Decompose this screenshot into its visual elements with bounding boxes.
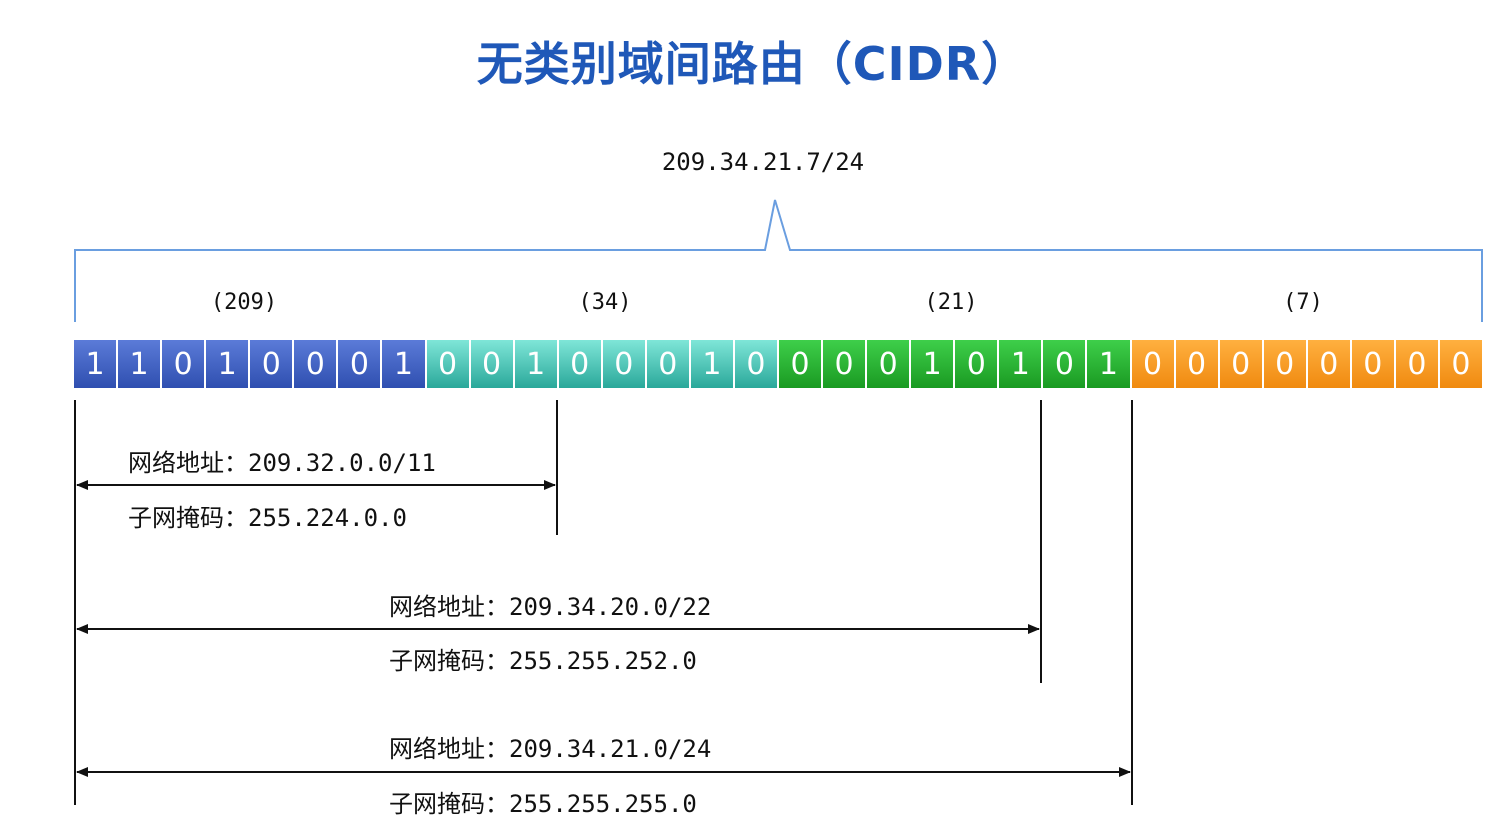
subnet-mask-label: 子网掩码： — [389, 647, 509, 675]
bit-cell: 0 — [1395, 340, 1440, 388]
network-address-11: 网络地址：209.32.0.0/11 — [128, 443, 436, 478]
subnet-mask-value: 255.224.0.0 — [248, 504, 407, 532]
subnet-mask-label: 子网掩码： — [128, 504, 248, 532]
bit-cell: 0 — [1131, 340, 1176, 388]
cidr-address: 209.34.21.7/24 — [661, 148, 865, 176]
bit-cell: 0 — [1219, 340, 1264, 388]
bit-cell: 0 — [1307, 340, 1352, 388]
bit-cell: 0 — [162, 340, 207, 388]
diagram-title: 无类别域间路由（CIDR） — [476, 37, 1029, 91]
network-address-22: 网络地址：209.34.20.0/22 — [389, 587, 711, 622]
bit-cell: 0 — [779, 340, 824, 388]
bit-cell: 1 — [690, 340, 735, 388]
octet-label-2: (34) — [578, 290, 632, 315]
bit-cell: 0 — [1351, 340, 1396, 388]
bit-cell: 0 — [955, 340, 1000, 388]
bit-cell: 0 — [1043, 340, 1088, 388]
bit-cell: 1 — [118, 340, 163, 388]
bit-cell: 1 — [206, 340, 251, 388]
subnet-mask-22: 子网掩码：255.255.252.0 — [389, 641, 697, 676]
bit-cell: 0 — [867, 340, 912, 388]
bit-cell: 1 — [382, 340, 427, 388]
network-address-label: 网络地址： — [389, 593, 509, 621]
bit-cell: 1 — [911, 340, 956, 388]
subnet-mask-label: 子网掩码： — [389, 790, 509, 818]
network-address-value: 209.34.20.0/22 — [509, 593, 712, 621]
bit-cell: 1 — [1087, 340, 1132, 388]
octet-label-1: (209) — [210, 290, 278, 315]
network-address-value: 209.32.0.0/11 — [248, 449, 436, 477]
bit-cell: 1 — [514, 340, 559, 388]
bit-cell: 0 — [1439, 340, 1482, 388]
bit-cell: 1 — [999, 340, 1044, 388]
bit-cell: 0 — [338, 340, 383, 388]
bit-cell: 0 — [294, 340, 339, 388]
bit-cell: 1 — [74, 340, 119, 388]
subnet-mask-value: 255.255.255.0 — [509, 790, 697, 818]
octet-label-3: (21) — [924, 290, 978, 315]
network-address-label: 网络地址： — [389, 735, 509, 763]
bit-cell: 0 — [1175, 340, 1220, 388]
bit-cell: 0 — [250, 340, 295, 388]
bit-cell: 0 — [602, 340, 647, 388]
bit-cell: 0 — [426, 340, 471, 388]
bit-cell: 0 — [734, 340, 779, 388]
subnet-mask-11: 子网掩码：255.224.0.0 — [128, 498, 407, 533]
network-address-label: 网络地址： — [128, 449, 248, 477]
bit-cell: 0 — [470, 340, 515, 388]
bit-cell: 0 — [1263, 340, 1308, 388]
octet-label-4: (7) — [1283, 290, 1323, 315]
network-address-value: 209.34.21.0/24 — [509, 735, 712, 763]
address-brace — [74, 199, 1483, 322]
bit-cell: 0 — [646, 340, 691, 388]
bit-cell: 0 — [823, 340, 868, 388]
network-address-24: 网络地址：209.34.21.0/24 — [389, 729, 711, 764]
bit-cell: 0 — [558, 340, 603, 388]
subnet-mask-value: 255.255.252.0 — [509, 647, 697, 675]
subnet-mask-24: 子网掩码：255.255.255.0 — [389, 784, 697, 819]
